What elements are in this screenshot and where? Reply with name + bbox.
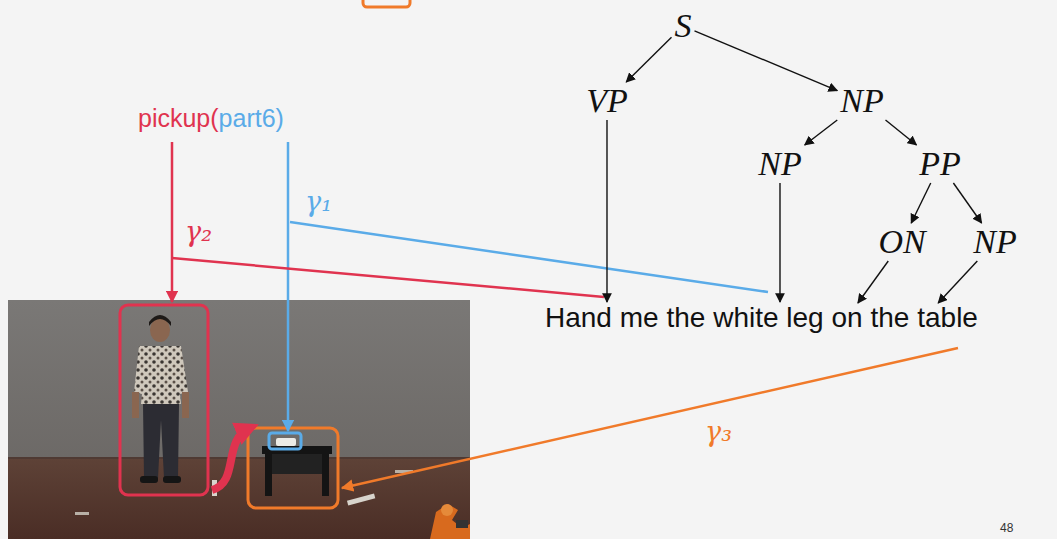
page-number: 48 xyxy=(1000,522,1013,534)
word-node: on xyxy=(832,303,863,333)
shirt xyxy=(134,346,188,404)
category-label: NP xyxy=(758,147,801,181)
word-node: the table xyxy=(871,303,978,333)
tree-node: NP xyxy=(837,82,886,120)
white-leg xyxy=(276,438,296,446)
floor-mark xyxy=(75,512,89,515)
action-arrow xyxy=(212,428,250,490)
floor-edge xyxy=(8,457,470,459)
part-box xyxy=(269,433,301,449)
argument-name: part6) xyxy=(219,106,284,131)
tree-arrow xyxy=(911,183,930,223)
table-box xyxy=(248,428,338,508)
person-box xyxy=(120,305,208,495)
category-label: NP xyxy=(840,84,883,118)
tree-node: S xyxy=(672,7,695,45)
predicate-arrow xyxy=(171,142,174,302)
tree-node: VP xyxy=(583,82,631,120)
alignment-label: γ₁ xyxy=(305,188,332,215)
tree-arrow xyxy=(626,37,671,82)
predicate-name: pickup( xyxy=(138,106,219,131)
gamma-line xyxy=(290,222,768,292)
tree-arrow xyxy=(805,120,838,145)
hair xyxy=(149,315,171,326)
alignment-label: γ₃ xyxy=(705,418,732,445)
sentence-word: on xyxy=(832,304,863,332)
tree-node: NP xyxy=(755,145,804,183)
gamma-line xyxy=(172,258,604,297)
category-label: VP xyxy=(586,84,628,118)
robot-joint xyxy=(441,504,453,516)
sentence-word: Hand me xyxy=(545,304,659,332)
tree-arrow xyxy=(858,261,888,303)
photo xyxy=(8,300,470,539)
tree-node: PP xyxy=(916,145,964,183)
arm xyxy=(182,392,189,418)
partial-box xyxy=(363,0,410,7)
tree-arrow xyxy=(886,120,917,145)
shoe xyxy=(163,476,181,483)
sentence-word: the table xyxy=(871,304,978,332)
floor-part xyxy=(347,493,375,505)
alignment-label: γ₂ xyxy=(185,218,212,245)
table-leg xyxy=(265,452,272,496)
person xyxy=(132,315,189,483)
gamma-line xyxy=(342,348,958,488)
sentence-word: the white leg xyxy=(666,304,823,332)
tree-node: ON xyxy=(875,223,928,261)
floor xyxy=(8,458,470,539)
word-node: Hand me xyxy=(545,303,659,333)
tree-node: NP xyxy=(970,223,1019,261)
robot-body xyxy=(430,504,470,539)
robot-base xyxy=(456,520,468,528)
tree-arrow xyxy=(606,120,607,302)
tree-arrow xyxy=(695,31,838,91)
tree-arrow xyxy=(779,183,780,302)
table-apron xyxy=(272,454,322,474)
tree-arrow xyxy=(953,183,981,223)
argument-arrow xyxy=(287,142,290,431)
arm xyxy=(132,392,139,418)
category-label: ON xyxy=(878,225,925,259)
category-label: PP xyxy=(919,147,961,181)
word-node: the white leg xyxy=(666,303,823,333)
wall xyxy=(8,300,470,539)
jeans xyxy=(143,404,179,478)
category-label: NP xyxy=(973,225,1016,259)
shoe xyxy=(140,476,158,483)
tree-arrow xyxy=(938,261,977,303)
robot-arm xyxy=(430,504,470,539)
table-leg xyxy=(322,452,329,496)
table xyxy=(262,438,332,496)
category-label: S xyxy=(675,9,692,43)
